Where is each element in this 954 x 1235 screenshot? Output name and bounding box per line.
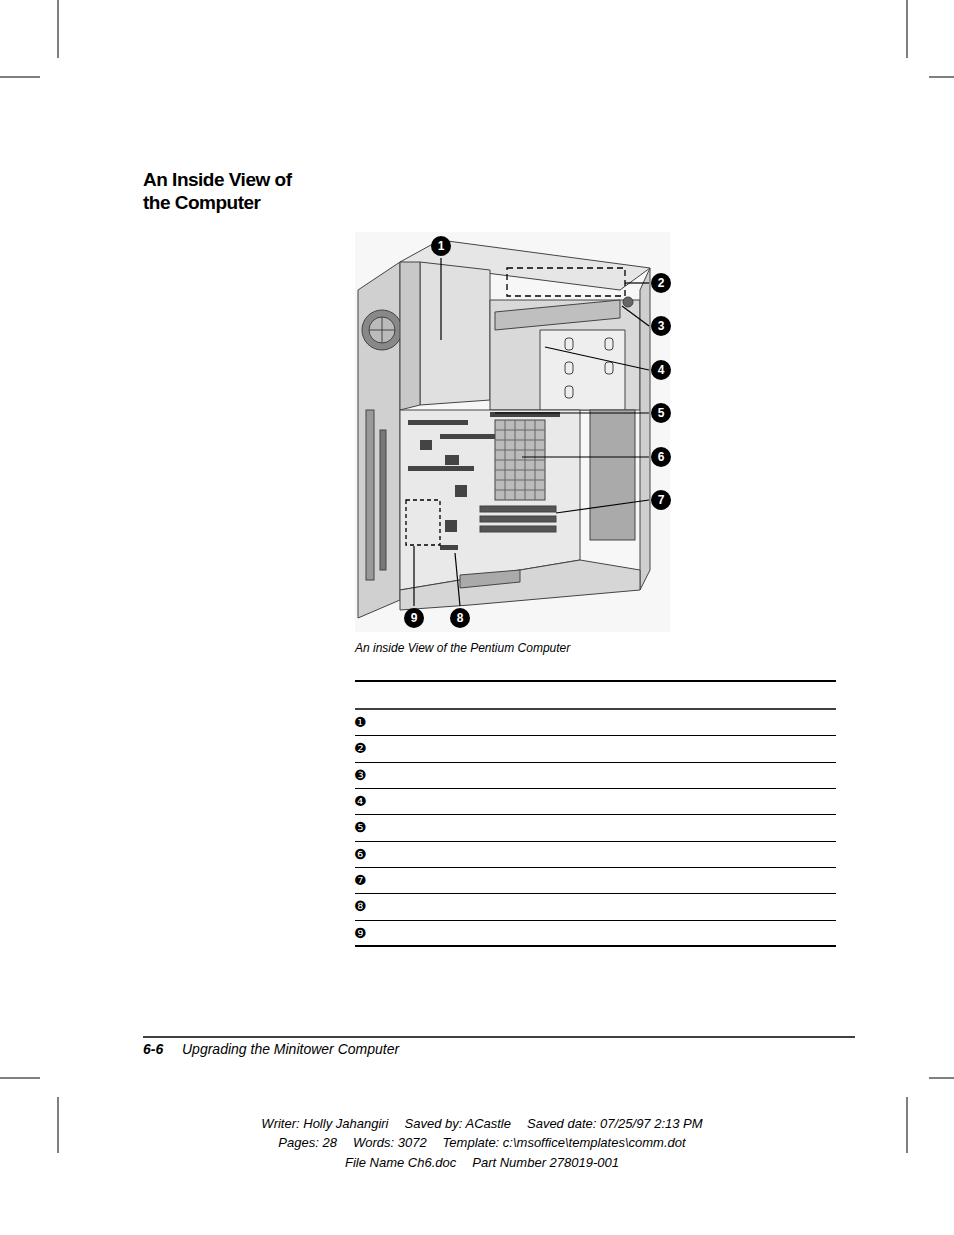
table-callout: ❺ — [354, 819, 367, 835]
chapter-footer: Upgrading the Minitower Computer — [182, 1041, 399, 1057]
document-metadata: Saved by: ACastle — [405, 1116, 511, 1131]
callout-number: 8 — [450, 608, 470, 628]
table-callout: ❼ — [354, 872, 367, 888]
document-metadata-line: Pages: 28 Words: 3072 Template: c:\msoffic… — [0, 1135, 954, 1150]
figure-caption: An inside View of the Pentium Computer — [355, 641, 570, 655]
callout-number: 3 — [651, 316, 671, 336]
document-metadata-line: Writer: Holly Jahangiri Saved by: ACastle… — [0, 1116, 954, 1131]
section-heading: An Inside View of the Computer — [143, 168, 313, 214]
document-metadata: Template: c:\msoffice\templates\comm.dot — [443, 1135, 686, 1150]
table-callout: ❷ — [354, 740, 367, 756]
callout-number: 5 — [651, 403, 671, 423]
callout-number: 7 — [651, 490, 671, 510]
document-metadata: File Name Ch6.doc — [345, 1155, 456, 1170]
page-number: 6-6 — [143, 1041, 163, 1057]
document-metadata: Writer: Holly Jahangiri — [261, 1116, 388, 1131]
callout-number: 1 — [431, 236, 451, 256]
callout-number: 4 — [651, 360, 671, 380]
callout-number: 2 — [651, 273, 671, 293]
table-callout: ❽ — [354, 898, 367, 914]
computer-illustration — [355, 232, 670, 632]
table-callout: ❸ — [354, 767, 367, 783]
document-metadata: Saved date: 07/25/97 2:13 PM — [527, 1116, 703, 1131]
document-metadata: Part Number 278019-001 — [472, 1155, 619, 1170]
document-metadata: Pages: 28 — [278, 1135, 337, 1150]
table-callout: ❻ — [354, 846, 367, 862]
table-callout: ❾ — [354, 925, 367, 941]
table-callout: ❹ — [354, 793, 367, 809]
table-callout: ❶ — [354, 714, 367, 730]
document-metadata-line: File Name Ch6.doc Part Number 278019-001 — [0, 1155, 954, 1170]
callout-number: 9 — [404, 608, 424, 628]
callout-number: 6 — [651, 447, 671, 467]
document-metadata: Words: 3072 — [353, 1135, 427, 1150]
